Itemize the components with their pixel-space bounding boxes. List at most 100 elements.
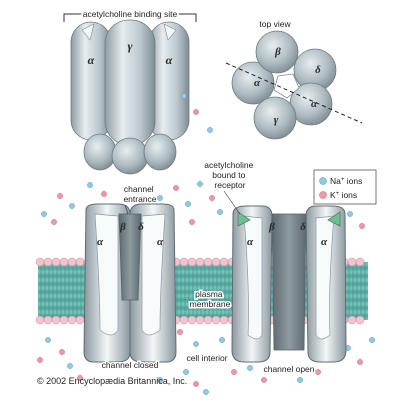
na-ion <box>247 365 253 371</box>
k-ions-label: K+ ions <box>330 190 357 200</box>
open-beta: β <box>268 221 275 233</box>
binding-site-label: acetylcholine binding site <box>83 9 178 19</box>
lipid-head <box>51 315 61 325</box>
lipid-head <box>203 315 213 325</box>
lipid-head <box>59 257 69 267</box>
top-alpha-left: α <box>254 77 261 89</box>
closed-alpha-right: α <box>157 236 164 248</box>
na-ion <box>185 201 191 207</box>
na-ion <box>157 195 163 201</box>
na-ions-label: Na+ ions <box>330 176 362 186</box>
lipid-head <box>187 315 197 325</box>
k-ion <box>51 219 57 225</box>
lipid-head <box>179 257 189 267</box>
open-alpha-left: α <box>247 236 254 248</box>
k-ion <box>261 377 267 383</box>
lipid-head <box>203 257 213 267</box>
subunit-gamma: γ <box>128 39 133 53</box>
na-ion <box>45 337 51 343</box>
k-ion <box>193 381 199 387</box>
k-ion <box>173 185 179 191</box>
channel-entrance-label: channel entrance <box>123 184 156 204</box>
k-ion <box>193 109 199 115</box>
lipid-head <box>67 257 77 267</box>
lipid-head <box>355 315 365 325</box>
subunit-alpha-right: α <box>166 53 173 67</box>
lipid-head <box>35 315 45 325</box>
lipid-head <box>59 315 69 325</box>
cell-interior-label: cell interior <box>186 353 227 363</box>
na-ion <box>347 211 353 217</box>
k-ion <box>209 195 215 201</box>
lipid-head <box>35 257 45 267</box>
plasma-membrane-label: plasma membrane <box>190 289 231 309</box>
receptor-top-view: top view α β δ α γ <box>225 19 363 140</box>
lipid-head <box>75 315 85 325</box>
lipid-head <box>195 315 205 325</box>
na-ion <box>193 341 199 347</box>
lipid-head <box>211 257 221 267</box>
ach-bound-label: acetylcholine bound to receptor <box>204 160 256 190</box>
k-ion <box>57 193 63 199</box>
na-ion <box>87 182 93 188</box>
na-ion <box>369 337 375 343</box>
k-ion <box>59 349 65 355</box>
ion-legend: Na+ ions K+ ions <box>313 169 377 205</box>
top-delta: δ <box>315 64 321 76</box>
k-ion <box>315 369 321 375</box>
channel-closed-cutaway: α β δ α <box>83 203 177 363</box>
k-ion <box>359 223 365 229</box>
top-alpha-right: α <box>311 98 318 110</box>
open-delta: δ <box>300 221 306 233</box>
k-ion <box>77 375 83 381</box>
k-ion <box>37 357 43 363</box>
top-gamma: γ <box>274 114 279 126</box>
channel-closed-label: channel closed <box>102 360 159 370</box>
lipid-head <box>195 257 205 267</box>
channel-open-label: channel open <box>263 364 314 374</box>
na-ion <box>183 369 189 375</box>
k-ion <box>177 329 183 335</box>
na-ion <box>217 209 223 215</box>
binding-site-bracket <box>63 13 197 22</box>
na-ion <box>297 377 303 383</box>
lipid-head <box>75 257 85 267</box>
na-ion <box>207 127 213 133</box>
k-ion <box>189 219 195 225</box>
lipid-head <box>179 315 189 325</box>
closed-beta: β <box>119 221 126 233</box>
k-ion-swatch <box>319 191 327 199</box>
receptor-side-view: acetylcholine binding site α γ α <box>63 7 197 175</box>
lipid-head <box>43 257 53 267</box>
lipid-head <box>51 257 61 267</box>
cross-section-line <box>225 62 363 124</box>
lipid-head <box>219 257 229 267</box>
k-ion <box>231 369 237 375</box>
na-ion <box>219 337 225 343</box>
lipid-head <box>211 315 221 325</box>
channel-open-cutaway: α β δ α <box>231 205 347 363</box>
na-ion <box>41 211 47 217</box>
top-beta: β <box>274 46 281 58</box>
lipid-head <box>43 315 53 325</box>
lipid-head <box>219 315 229 325</box>
lipid-head <box>347 315 357 325</box>
open-alpha-right: α <box>321 236 328 248</box>
diagram-labels: channel entrance acetylcholine bound to … <box>100 160 316 376</box>
na-ion <box>157 377 163 383</box>
lipid-head <box>67 315 77 325</box>
na-ion <box>69 203 75 209</box>
k-ion <box>357 359 363 365</box>
na-ion-swatch <box>319 177 327 185</box>
na-ion <box>181 93 187 99</box>
closed-delta: δ <box>138 221 144 233</box>
copyright-notice: © 2002 Encyclopædia Britannica, Inc. <box>37 376 188 386</box>
na-ion <box>197 181 203 187</box>
subunit-alpha-left: α <box>88 53 95 67</box>
k-ion <box>101 191 107 197</box>
na-ion <box>203 389 209 395</box>
closed-alpha-left: α <box>97 236 104 248</box>
lipid-head <box>347 257 357 267</box>
top-view-label: top view <box>259 19 291 29</box>
